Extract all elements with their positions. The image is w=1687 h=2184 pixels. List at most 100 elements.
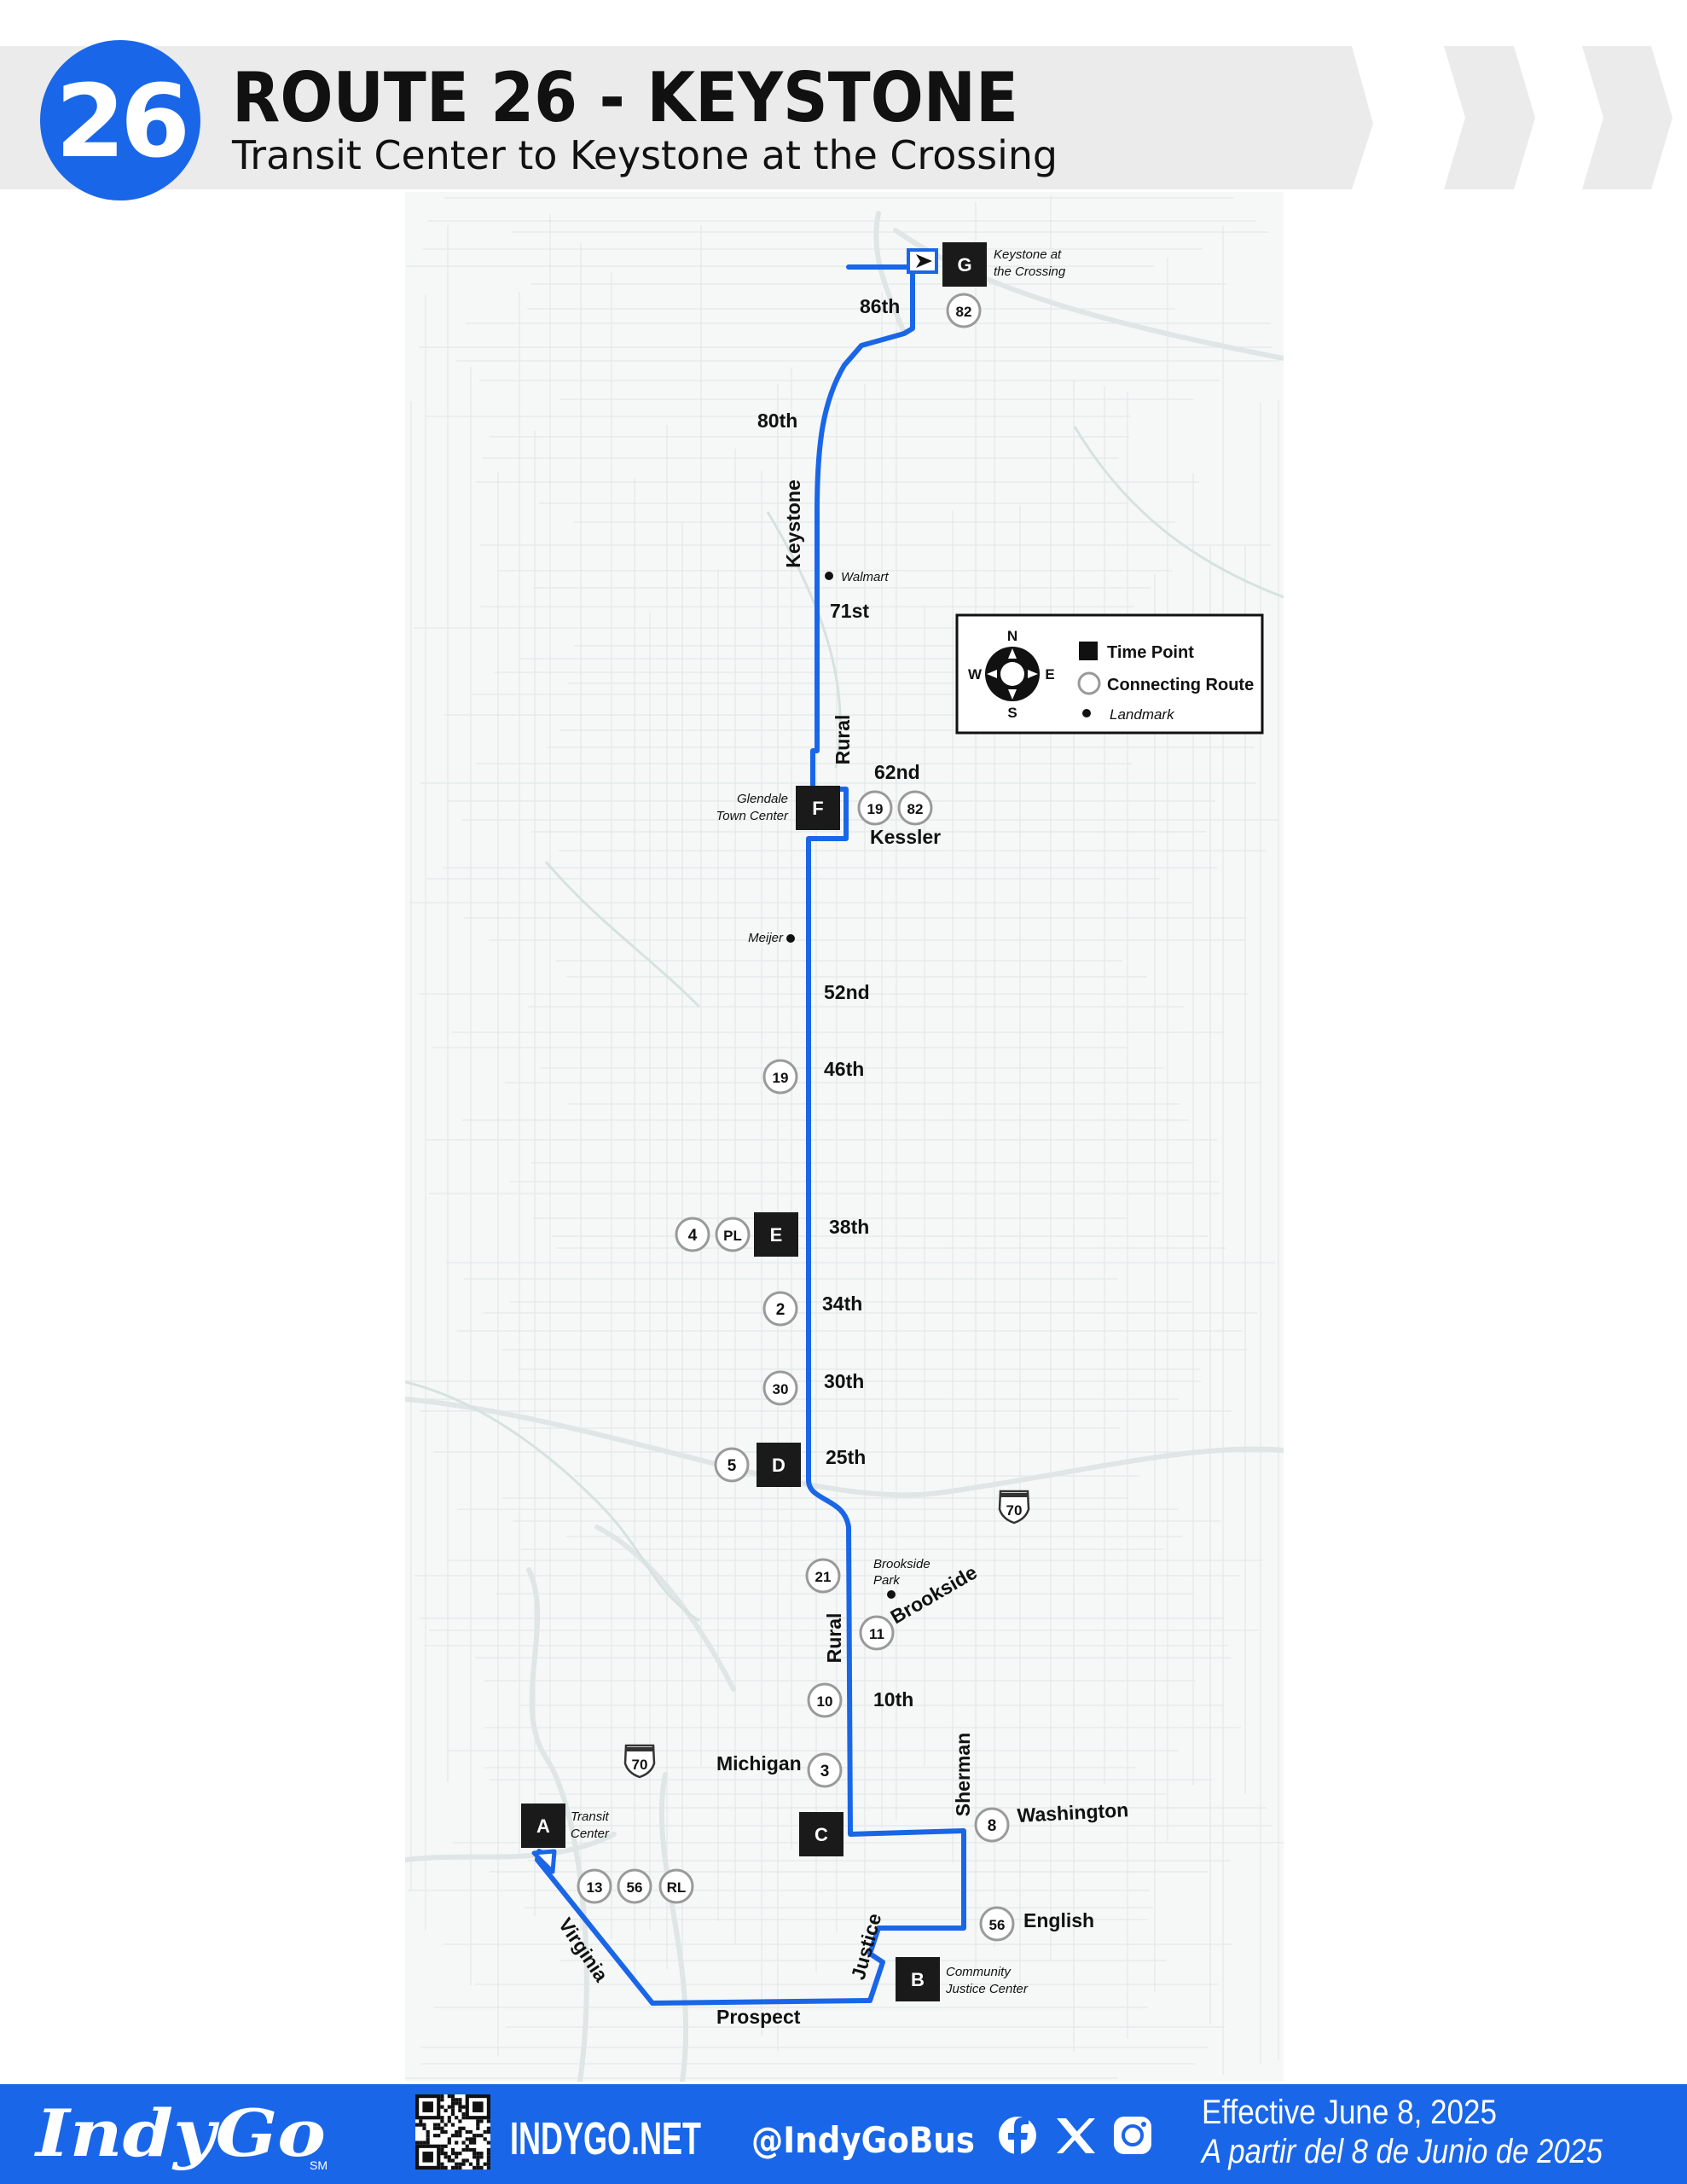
street-label: 62nd [874,761,920,783]
street-label: Sherman [952,1733,974,1816]
header: 26 ROUTE 26 - KEYSTONE Transit Center to… [0,40,1673,200]
connecting-route-badge[interactable]: 13 [577,1868,612,1904]
street-label: 10th [873,1688,913,1711]
social-handle[interactable]: @IndyGoBus [751,2119,975,2161]
connecting-route-number: 30 [773,1381,789,1397]
connecting-route-badge[interactable]: 5 [714,1447,750,1483]
website-link[interactable]: INDYGO.NET [510,2113,701,2164]
route-end-arrow-icon [907,248,938,274]
connecting-route-badge[interactable]: 30 [762,1370,798,1406]
landmark-marker: Meijer [748,931,795,945]
x-twitter-icon[interactable] [1057,2118,1095,2153]
interstate-number: 70 [1006,1502,1023,1519]
time-point-label: Justice Center [945,1982,1029,1996]
connecting-route-badge[interactable]: PL [715,1217,751,1252]
time-point-label: Community [946,1965,1012,1979]
connecting-route-badge[interactable]: 21 [805,1558,841,1594]
connecting-route-number: 10 [817,1693,833,1710]
time-point-label: Center [571,1827,610,1841]
time-point-square-icon [896,1957,940,2001]
time-point-label: Keystone at [994,247,1062,262]
street-label: Rural [832,715,854,765]
connecting-route-number: 8 [988,1817,997,1835]
connecting-route-badge[interactable]: 56 [617,1868,652,1904]
street-label: 34th [822,1292,862,1315]
qr-code-icon[interactable] [415,2094,490,2169]
connecting-route-badge[interactable]: 3 [807,1752,843,1788]
street-label: English [1023,1909,1094,1931]
connecting-route-number: 82 [956,304,972,320]
connecting-route-badge[interactable]: 11 [859,1615,895,1651]
connecting-route-number: 21 [815,1569,832,1585]
legend-time-point-label: Time Point [1107,643,1194,662]
connecting-route-badge[interactable]: 19 [762,1059,798,1095]
street-label: Michigan [716,1752,802,1774]
connecting-route-number: PL [723,1228,742,1244]
legend-landmark-swatch [1082,709,1091,717]
connecting-route-badge[interactable]: 82 [946,293,982,328]
time-point-square-icon [521,1804,565,1848]
landmark-dot-icon [786,934,795,943]
connecting-route-number: 19 [867,801,884,817]
route-start-marker-icon [531,1849,557,1874]
time-point-label: the Crossing [994,264,1066,279]
connecting-route-badge[interactable]: 19 [857,790,893,826]
time-point-e[interactable]: E [754,1212,798,1257]
connecting-route-number: 11 [869,1626,884,1642]
compass-east: E [1045,666,1054,682]
street-label: Kessler [870,826,941,848]
connecting-route-badge[interactable]: 4 [675,1217,710,1252]
legend-connecting-route-swatch [1077,671,1101,695]
street-label: Keystone [782,479,804,568]
connecting-route-badge[interactable]: RL [658,1868,694,1904]
time-point-letter: D [772,1455,786,1476]
connecting-route-number: 82 [907,801,924,817]
street-label: 52nd [824,981,870,1003]
time-point-letter: A [536,1815,550,1837]
street-label: 80th [757,410,797,432]
route-number-badge [40,40,200,200]
time-point-square-icon [796,786,840,830]
street-label: 86th [860,295,900,317]
street-label: Rural [823,1613,845,1664]
connecting-route-badge[interactable]: 10 [807,1682,843,1718]
street-label: 38th [829,1216,869,1238]
brand-logo: IndyGo [34,2095,326,2171]
time-point-c[interactable]: C [799,1812,844,1856]
map-legend: N S W E Time Point Connecting Route Land… [955,613,1264,735]
effective-date-es: A partir del 8 de Junio de 2025 [1200,2133,1603,2170]
chevron-right-icon [1582,46,1673,189]
connecting-route-badge[interactable]: 2 [762,1291,798,1327]
facebook-icon[interactable] [999,2117,1036,2154]
connecting-route-number: 56 [989,1917,1006,1933]
time-point-d[interactable]: D [757,1443,801,1487]
street-label: 71st [830,600,869,622]
compass-north: N [1007,628,1017,644]
effective-date-en: Effective June 8, 2025 [1202,2094,1497,2131]
interstate-shield-icon: 70 [623,1744,656,1779]
footer: IndyGo SM INDYGO.NET @IndyGoBus Effectiv… [0,2084,1687,2184]
compass-rose-icon [985,647,1040,701]
connecting-route-number: 2 [776,1301,786,1319]
connecting-route-badge[interactable]: 8 [974,1807,1010,1843]
time-point-square-icon [942,242,987,287]
connecting-route-badge[interactable]: 56 [979,1906,1015,1942]
time-point-letter: B [911,1969,925,1990]
landmark-label: Brookside [873,1557,930,1571]
landmark-label: Meijer [748,931,784,945]
street-label: 30th [824,1370,864,1392]
page-subtitle: Transit Center to Keystone at the Crossi… [231,132,1058,178]
landmark-dot-icon [887,1590,896,1599]
brand-service-mark: SM [310,2158,328,2172]
street-label: Prospect [716,2006,801,2028]
header-banner [0,46,1373,189]
instagram-icon[interactable] [1114,2117,1151,2154]
connecting-route-badge[interactable]: 82 [897,790,933,826]
time-point-letter: E [770,1224,783,1246]
connecting-route-number: 56 [627,1879,643,1896]
